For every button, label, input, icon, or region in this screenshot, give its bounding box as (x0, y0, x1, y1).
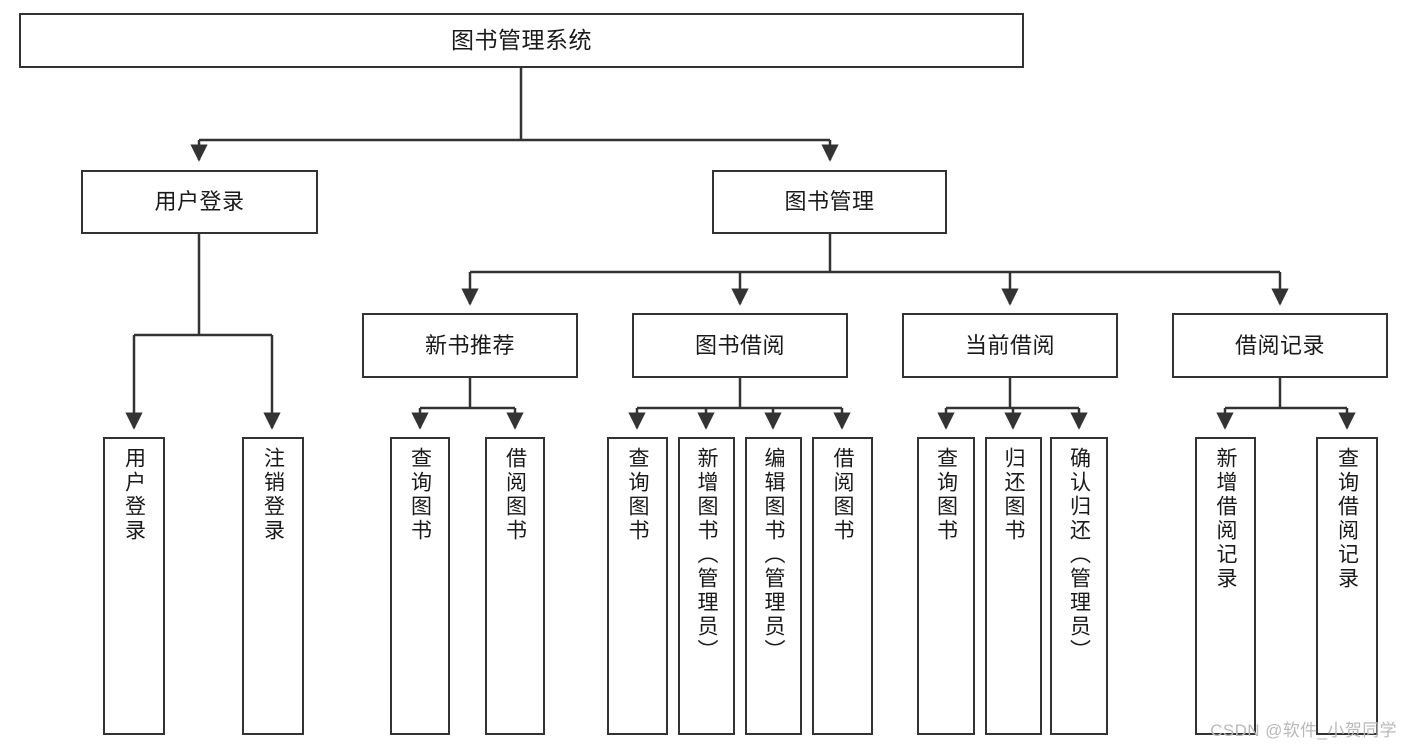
leaf-add-record-label: 新增借阅记录 (1214, 447, 1237, 591)
leaf-query-book-3[interactable]: 查询图书 (917, 437, 975, 735)
node-new-book-rec-label: 新书推荐 (424, 332, 515, 358)
leaf-borrow-book-2[interactable]: 借阅图书 (812, 437, 873, 735)
node-user-login[interactable]: 用户登录 (81, 170, 318, 234)
leaf-borrow-book-1-label: 借阅图书 (503, 447, 527, 543)
node-root[interactable]: 图书管理系统 (19, 13, 1024, 68)
node-book-borrow-label: 图书借阅 (694, 332, 785, 358)
leaf-add-record[interactable]: 新增借阅记录 (1195, 437, 1256, 735)
node-book-manage[interactable]: 图书管理 (712, 170, 947, 234)
node-user-login-label: 用户登录 (154, 189, 245, 215)
leaf-query-book-1-label: 查询图书 (408, 447, 432, 543)
node-book-manage-label: 图书管理 (784, 189, 875, 215)
node-root-label: 图书管理系统 (451, 26, 592, 53)
leaf-confirm-return[interactable]: 确认归还（管理员） (1050, 437, 1108, 735)
leaf-return-book-label: 归还图书 (1002, 447, 1025, 543)
leaf-add-book-label: 新增图书（管理员） (695, 447, 718, 663)
leaf-borrow-book-2-label: 借阅图书 (831, 447, 854, 543)
leaf-borrow-book-1[interactable]: 借阅图书 (485, 437, 545, 735)
node-book-borrow[interactable]: 图书借阅 (632, 313, 848, 378)
leaf-edit-book-label: 编辑图书（管理员） (762, 447, 785, 663)
leaf-user-login-label: 用户登录 (122, 447, 146, 543)
node-borrow-record[interactable]: 借阅记录 (1172, 313, 1388, 378)
leaf-query-book-2-label: 查询图书 (626, 447, 649, 543)
leaf-query-book-1[interactable]: 查询图书 (390, 437, 450, 735)
leaf-confirm-return-label: 确认归还（管理员） (1067, 447, 1091, 663)
leaf-edit-book[interactable]: 编辑图书（管理员） (745, 437, 802, 735)
leaf-query-record[interactable]: 查询借阅记录 (1316, 437, 1378, 735)
node-current-borrow-label: 当前借阅 (964, 332, 1055, 358)
csdn-watermark: CSDN @软件_小贺同学 (1210, 721, 1397, 740)
leaf-return-book[interactable]: 归还图书 (985, 437, 1042, 735)
leaf-query-book-2[interactable]: 查询图书 (607, 437, 668, 735)
node-current-borrow[interactable]: 当前借阅 (902, 313, 1118, 378)
node-new-book-rec[interactable]: 新书推荐 (362, 313, 578, 378)
leaf-logout-label: 注销登录 (261, 447, 285, 543)
leaf-query-record-label: 查询借阅记录 (1335, 447, 1359, 591)
leaf-user-login[interactable]: 用户登录 (103, 437, 165, 735)
node-borrow-record-label: 借阅记录 (1234, 332, 1325, 358)
leaf-add-book[interactable]: 新增图书（管理员） (678, 437, 735, 735)
leaf-query-book-3-label: 查询图书 (934, 447, 958, 543)
leaf-logout[interactable]: 注销登录 (242, 437, 304, 735)
